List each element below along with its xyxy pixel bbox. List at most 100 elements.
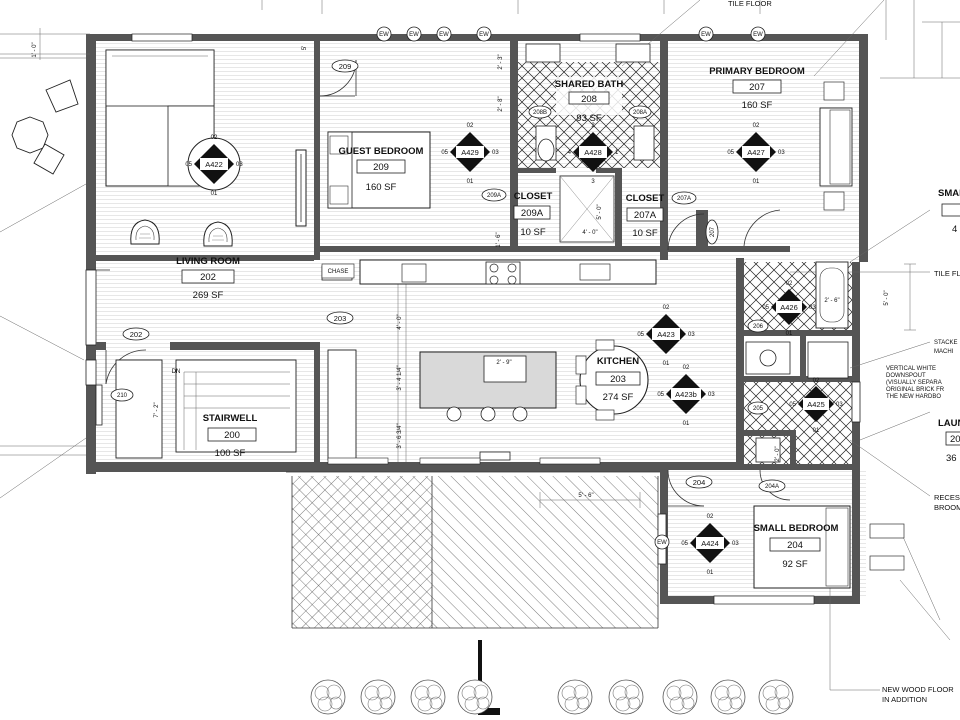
svg-text:A426: A426: [780, 303, 798, 312]
elevation-tag: A429 02 01 05 03: [441, 123, 499, 185]
svg-text:02: 02: [467, 123, 474, 129]
stacked-note: STACKE: [934, 340, 958, 346]
door-tag: 204: [685, 475, 713, 489]
svg-text:02: 02: [211, 135, 218, 141]
downspout-note-3: (VISUALLY SEPARA: [886, 380, 942, 386]
svg-text:204: 204: [693, 478, 706, 487]
svg-text:02: 02: [813, 378, 820, 384]
dimension: 2' - 9": [496, 360, 511, 366]
svg-text:05: 05: [727, 150, 734, 156]
dimension: 2' - 6": [824, 298, 839, 304]
door-tag: 204A: [758, 479, 786, 493]
svg-text:05: 05: [657, 392, 664, 398]
ew-markers: EW EW EW EW EW EW EW: [376, 26, 766, 550]
room-guest: GUEST BEDROOM 209 160 SF: [339, 146, 424, 193]
svg-text:03: 03: [778, 150, 785, 156]
dimension-labels: 1' - 0" 5' 2' - 3" 2' - 8" 5' - 0" 4' - …: [32, 42, 890, 499]
svg-text:209A: 209A: [487, 193, 501, 199]
annotations: TILE FLOOR TILE FL CHASE DN STACKE MACHI…: [172, 0, 960, 704]
svg-text:02: 02: [753, 123, 760, 129]
new-wood-note-1: NEW WOOD FLOOR: [882, 685, 954, 694]
room-area: 269 SF: [193, 290, 224, 301]
room-area: 92 SF: [782, 559, 808, 570]
svg-text:A427: A427: [747, 148, 765, 157]
furniture: [11, 33, 905, 605]
svg-text:206: 206: [753, 324, 764, 330]
room-small-bedroom: SMALL BEDROOM 204 92 SF: [754, 523, 839, 570]
room-number: 208: [581, 94, 597, 105]
elevation-tag: A423 02 01 05 03: [637, 305, 695, 367]
room-number: 200: [224, 430, 240, 441]
svg-text:01: 01: [663, 361, 670, 367]
svg-text:01: 01: [786, 331, 793, 337]
room-name: KITCHEN: [597, 356, 639, 367]
svg-text:A428: A428: [584, 148, 602, 157]
door-tag: 208A: [628, 105, 652, 119]
recess-note-1: RECESS: [934, 493, 960, 502]
ew-label: EW: [479, 32, 489, 38]
landscape-shrubs: [310, 679, 794, 715]
laundry-cut: LAUN: [938, 418, 960, 429]
ew-label: EW: [701, 32, 711, 38]
svg-text:03: 03: [836, 402, 843, 408]
svg-text:2: 2: [591, 123, 595, 129]
svg-text:02: 02: [683, 365, 690, 371]
door-tag: 205: [747, 401, 769, 415]
svg-text:03: 03: [236, 162, 243, 168]
room-number: 204: [787, 540, 803, 551]
svg-text:210: 210: [117, 393, 128, 399]
dimension: 5' - 0": [884, 290, 890, 305]
downspout-note-1: VERTICAL WHITE: [886, 366, 936, 372]
svg-text:1: 1: [615, 150, 619, 156]
door-tag: 207: [705, 219, 719, 245]
small-room-cut: SMAL: [938, 188, 960, 199]
chase-label: CHASE: [328, 269, 349, 275]
svg-text:02: 02: [663, 305, 670, 311]
svg-text:03: 03: [492, 150, 499, 156]
svg-text:A423b: A423b: [675, 390, 697, 399]
small-room-cut-num: 4: [952, 224, 957, 235]
svg-text:204A: 204A: [765, 484, 779, 490]
room-number: 203: [610, 374, 626, 385]
interior-walls: [96, 40, 852, 470]
elevation-tag: A428 2 3 4 1: [568, 123, 619, 185]
dimension: 5' - 6": [578, 493, 593, 499]
door-tag: 203: [326, 311, 354, 325]
room-area: 274 SF: [603, 392, 634, 403]
dimension: 2' - 8": [498, 96, 504, 111]
svg-text:03: 03: [708, 392, 715, 398]
svg-text:03: 03: [732, 541, 739, 547]
elevation-tags: A422 02 01 05 03 A429 02 01 05 03 A428 2…: [185, 123, 843, 576]
svg-text:05: 05: [185, 162, 192, 168]
tile-floor-note-right: TILE FL: [934, 269, 960, 278]
svg-text:4: 4: [568, 150, 572, 156]
svg-text:3: 3: [591, 179, 595, 185]
room-name: LIVING ROOM: [176, 256, 240, 267]
room-area: 160 SF: [366, 182, 397, 193]
laundry-cut-area: 36: [946, 453, 957, 464]
svg-text:01: 01: [753, 179, 760, 185]
dimension: 7' - 2": [154, 402, 160, 417]
room-name: SHARED BATH: [555, 79, 624, 90]
room-number: 209A: [521, 208, 544, 219]
dimension: 3' - 4 1/4": [397, 365, 403, 390]
svg-text:02: 02: [786, 281, 793, 287]
door-tag: 208B: [528, 105, 552, 119]
elevation-tag: A422 02 01 05 03: [185, 135, 243, 197]
room-stair: STAIRWELL 200 100 SF: [203, 413, 258, 459]
svg-text:01: 01: [211, 191, 218, 197]
svg-text:A425: A425: [807, 400, 825, 409]
room-name: SMALL BEDROOM: [754, 523, 839, 534]
svg-text:01: 01: [707, 570, 714, 576]
dimension: 5': [302, 46, 308, 50]
room-primary: PRIMARY BEDROOM 207 160 SF: [709, 66, 805, 111]
room-name: GUEST BEDROOM: [339, 146, 424, 157]
elevation-tag: A425 02 01 05 03: [789, 378, 843, 434]
ew-label: EW: [409, 32, 419, 38]
door-tag: 210: [110, 388, 134, 402]
svg-text:207: 207: [710, 226, 716, 237]
svg-text:A423: A423: [657, 330, 675, 339]
svg-text:205: 205: [753, 406, 764, 412]
room-number: 207: [749, 82, 765, 93]
